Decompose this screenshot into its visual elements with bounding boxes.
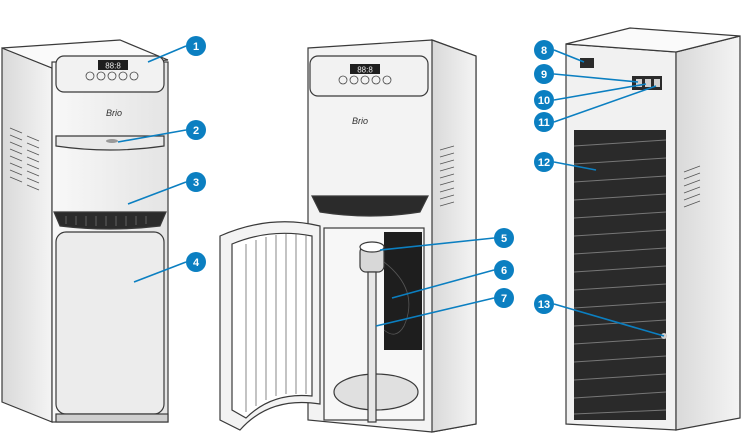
callout-badge-5: 5 — [494, 228, 514, 248]
callout-badge-12: 12 — [534, 152, 554, 172]
callout-badge-11: 11 — [534, 112, 554, 132]
callout-badge-8: 8 — [534, 40, 554, 60]
display-digits-2: 88:8 — [357, 66, 373, 75]
digital-display — [98, 60, 128, 70]
callout-badge-13: 13 — [534, 294, 554, 314]
svg-text:8: 8 — [541, 45, 547, 57]
condenser-lines — [573, 139, 667, 415]
control-buttons — [85, 71, 139, 81]
callout-badge-7: 7 — [494, 288, 514, 308]
door-coil — [245, 234, 307, 412]
callout-badge-6: 6 — [494, 260, 514, 280]
svg-text:9: 9 — [541, 69, 547, 81]
rear-view-unit — [565, 27, 741, 431]
svg-text:12: 12 — [538, 157, 550, 169]
callout-leaders — [117, 45, 665, 337]
brand-logo: Brio — [106, 108, 122, 118]
svg-text:6: 6 — [501, 265, 507, 277]
svg-text:1: 1 — [193, 41, 199, 53]
brand-logo-2: Brio — [352, 116, 368, 126]
svg-text:13: 13 — [538, 299, 550, 311]
probe-tube — [367, 271, 377, 423]
drip-tray — [53, 211, 167, 230]
callout-badge-4: 4 — [186, 252, 206, 272]
digital-display-2 — [350, 64, 380, 74]
bottle-probe-assembly — [359, 241, 410, 423]
svg-text:3: 3 — [193, 177, 199, 189]
open-door-unit: 88:8 Brio — [219, 39, 477, 433]
svg-text:11: 11 — [538, 117, 550, 129]
callout-badge-2: 2 — [186, 120, 206, 140]
dispensing-nozzle — [106, 139, 118, 143]
svg-text:4: 4 — [193, 257, 200, 269]
svg-text:10: 10 — [538, 95, 550, 107]
callout-badge-3: 3 — [186, 172, 206, 192]
svg-text:7: 7 — [501, 293, 507, 305]
display-digits: 88:8 — [105, 62, 121, 71]
callout-badge-1: 1 — [186, 36, 206, 56]
front-view-unit: 88:8 Brio — [1, 39, 169, 423]
side-vent-rear — [683, 165, 701, 208]
rear-switch — [580, 58, 594, 68]
condenser-coil — [574, 130, 666, 420]
lower-cabinet-door — [55, 231, 165, 415]
callout-badge-10: 10 — [534, 90, 554, 110]
drip-tray-2 — [311, 195, 429, 217]
side-vent-right — [439, 145, 455, 207]
svg-text:2: 2 — [193, 125, 199, 137]
control-buttons-2 — [338, 75, 392, 85]
callout-badge-9: 9 — [534, 64, 554, 84]
svg-text:5: 5 — [501, 233, 507, 245]
side-vent — [9, 127, 40, 191]
